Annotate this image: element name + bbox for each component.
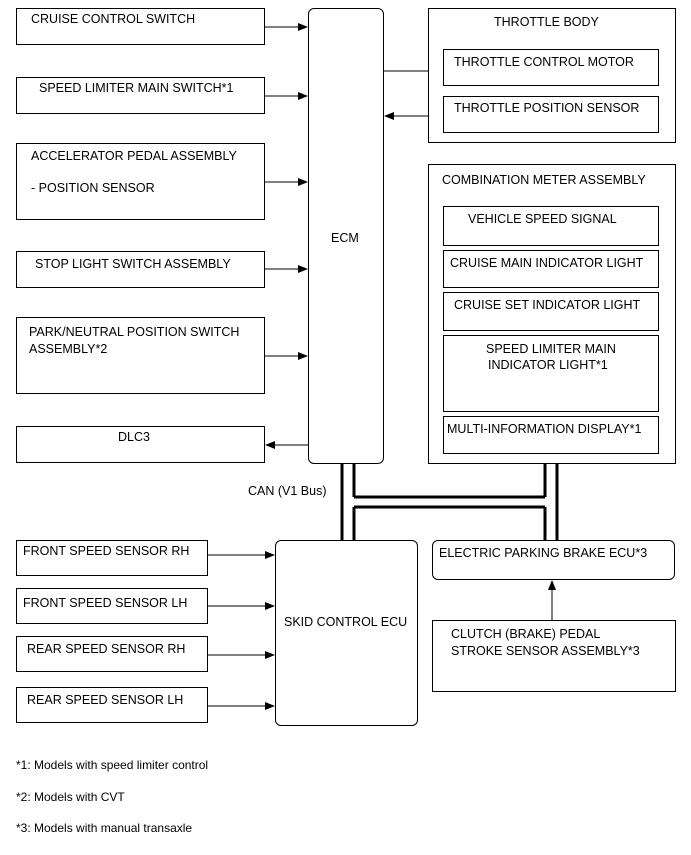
ecm-box: ECM [308,8,384,464]
footnote-1: *1: Models with speed limiter control [16,758,209,772]
throttle-position-sensor-label: THROTTLE POSITION SENSOR [454,101,640,115]
clutch-stroke-sensor-label-line1: CLUTCH (BRAKE) PEDAL [451,627,601,641]
front-speed-sensor-rh-box: FRONT SPEED SENSOR RH [16,540,208,576]
speed-limiter-main-switch-box: SPEED LIMITER MAIN SWITCH*1 [16,77,265,114]
clutch-stroke-sensor-box: CLUTCH (BRAKE) PEDAL STROKE SENSOR ASSEM… [432,620,676,692]
park-neutral-switch-box: PARK/NEUTRAL POSITION SWITCH ASSEMBLY*2 [16,317,265,394]
throttle-position-sensor-box: THROTTLE POSITION SENSOR [443,96,659,133]
stop-light-switch-box: STOP LIGHT SWITCH ASSEMBLY [16,251,265,288]
footnote-3: *3: Models with manual transaxle [16,821,193,835]
electric-parking-brake-ecu-box: ELECTRIC PARKING BRAKE ECU*3 [432,540,675,580]
vehicle-speed-signal-box: VEHICLE SPEED SIGNAL [443,206,659,246]
front-speed-sensor-lh-label: FRONT SPEED SENSOR LH [23,596,188,610]
ecm-label: ECM [331,231,359,245]
multi-information-display-label: MULTI-INFORMATION DISPLAY*1 [447,422,642,436]
cruise-set-indicator-box: CRUISE SET INDICATOR LIGHT [443,292,659,331]
rear-speed-sensor-lh-label: REAR SPEED SENSOR LH [27,693,184,707]
clutch-stroke-sensor-label-line2: STROKE SENSOR ASSEMBLY*3 [451,644,640,658]
accelerator-pedal-label-line2: - POSITION SENSOR [31,181,155,195]
rear-speed-sensor-rh-label: REAR SPEED SENSOR RH [27,642,186,656]
skid-control-ecu-box: SKID CONTROL ECU [275,540,418,726]
cruise-main-indicator-label: CRUISE MAIN INDICATOR LIGHT [450,256,644,270]
dlc3-label: DLC3 [118,430,150,444]
throttle-body-title: THROTTLE BODY [494,15,599,29]
front-speed-sensor-lh-box: FRONT SPEED SENSOR LH [16,588,208,624]
can-bus-label: CAN (V1 Bus) [248,484,327,498]
combination-meter-title: COMBINATION METER ASSEMBLY [442,173,646,187]
throttle-control-motor-label: THROTTLE CONTROL MOTOR [454,55,634,69]
multi-information-display-box: MULTI-INFORMATION DISPLAY*1 [443,416,659,454]
front-speed-sensor-rh-label: FRONT SPEED SENSOR RH [23,544,190,558]
cruise-control-switch-label: CRUISE CONTROL SWITCH [31,12,196,26]
accelerator-pedal-assembly-box: ACCELERATOR PEDAL ASSEMBLY - POSITION SE… [16,143,265,220]
dlc3-box: DLC3 [16,426,265,463]
accelerator-pedal-label-line1: ACCELERATOR PEDAL ASSEMBLY [31,149,237,163]
speed-limiter-indicator-label-line2: INDICATOR LIGHT*1 [488,358,608,372]
footnote-2: *2: Models with CVT [16,790,125,804]
park-neutral-label-line2: ASSEMBLY*2 [29,342,108,356]
rear-speed-sensor-lh-box: REAR SPEED SENSOR LH [16,687,208,723]
park-neutral-label-line1: PARK/NEUTRAL POSITION SWITCH [29,325,240,339]
cruise-set-indicator-label: CRUISE SET INDICATOR LIGHT [454,298,641,312]
speed-limiter-indicator-box: SPEED LIMITER MAIN INDICATOR LIGHT*1 [443,335,659,412]
cruise-main-indicator-box: CRUISE MAIN INDICATOR LIGHT [443,250,659,288]
throttle-control-motor-box: THROTTLE CONTROL MOTOR [443,49,659,86]
stop-light-switch-label: STOP LIGHT SWITCH ASSEMBLY [35,257,231,271]
speed-limiter-main-switch-label: SPEED LIMITER MAIN SWITCH*1 [39,81,234,95]
rear-speed-sensor-rh-box: REAR SPEED SENSOR RH [16,636,208,672]
cruise-control-switch-box: CRUISE CONTROL SWITCH [16,8,265,45]
speed-limiter-indicator-label-line1: SPEED LIMITER MAIN [486,342,616,356]
vehicle-speed-signal-label: VEHICLE SPEED SIGNAL [468,212,617,226]
skid-control-ecu-label: SKID CONTROL ECU [284,615,408,629]
electric-parking-brake-ecu-label: ELECTRIC PARKING BRAKE ECU*3 [439,546,648,560]
